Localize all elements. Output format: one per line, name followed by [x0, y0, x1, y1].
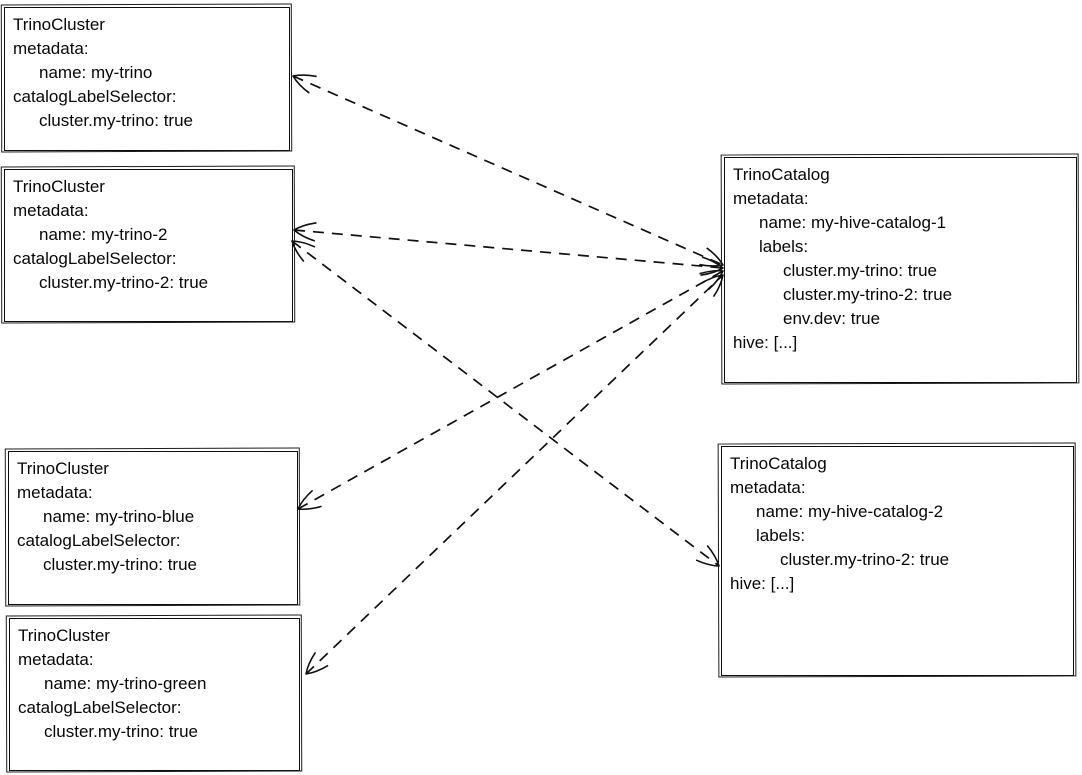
node-text-line: TrinoCluster [13, 177, 105, 196]
arrowhead-icon [293, 222, 317, 242]
node-text-line: name: my-trino-blue [43, 507, 195, 526]
node-text-line: labels: [759, 237, 809, 256]
node-trino-catalog-my-hive-catalog-2: TrinoCatalog metadata: name: my-hive-catal… [721, 446, 1074, 676]
node-text-line: hive: [...] [730, 574, 795, 593]
node-text-line: TrinoCluster [13, 15, 105, 34]
node-content: TrinoCluster metadata: name: my-trino-gree… [10, 619, 299, 749]
node-text-line: metadata: [730, 478, 806, 497]
node-text-line: cluster.my-trino-2: true [783, 285, 953, 304]
arrowhead-icon [699, 269, 724, 290]
node-text-line: cluster.my-trino: true [39, 111, 193, 130]
node-text-line: cluster.my-trino: true [43, 555, 197, 574]
arrowhead-icon [700, 256, 724, 276]
node-text-line: name: my-trino-2 [39, 225, 168, 244]
node-text-line: cluster.my-trino: true [44, 722, 198, 741]
node-text-line: catalogLabelSelector: [13, 249, 177, 268]
node-text-line: hive: [...] [733, 333, 798, 352]
edge-dashed-line [297, 270, 724, 510]
node-text-line: name: my-hive-catalog-2 [756, 502, 944, 521]
node-text-line: metadata: [18, 650, 94, 669]
node-trino-cluster-my-trino-2: TrinoCluster metadata: name: my-trino-2 cat… [4, 169, 293, 322]
edge-cluster-my-trino-2--catalog-my-hive-catalog-2 [291, 240, 720, 567]
edge-dashed-line [292, 75, 724, 266]
edge-cluster-my-trino-green--catalog-my-hive-catalog-1 [305, 274, 724, 675]
node-trino-cluster-my-trino: TrinoCluster metadata: name: my-trino catal… [4, 7, 290, 151]
arrowhead-icon [291, 240, 316, 262]
node-content: TrinoCluster metadata: name: my-trino-blue… [9, 452, 297, 582]
node-text-line: TrinoCluster [18, 626, 110, 645]
arrowhead-icon [305, 652, 329, 675]
edge-cluster-my-trino-blue--catalog-my-hive-catalog-1 [297, 269, 724, 511]
arrowhead-icon [700, 274, 724, 297]
arrowhead-icon [699, 247, 724, 267]
edge-cluster-my-trino-2--catalog-my-hive-catalog-1 [293, 222, 724, 276]
node-text-line: metadata: [17, 483, 93, 502]
node-text-line: catalogLabelSelector: [18, 698, 182, 717]
node-content: TrinoCluster metadata: name: my-trino catal… [5, 8, 289, 138]
node-text-line: catalogLabelSelector: [17, 531, 181, 550]
edge-cluster-my-trino--catalog-my-hive-catalog-1 [292, 74, 724, 267]
node-text-line: name: my-trino-green [44, 674, 207, 693]
edge-dashed-line [291, 240, 720, 567]
node-text-line: metadata: [13, 39, 89, 58]
node-text-line: catalogLabelSelector: [13, 87, 177, 106]
node-text-line: cluster.my-trino-2: true [780, 550, 950, 569]
arrowhead-icon [292, 74, 317, 94]
node-trino-cluster-my-trino-green: TrinoCluster metadata: name: my-trino-gree… [9, 618, 300, 771]
node-content: TrinoCluster metadata: name: my-trino-2 cat… [5, 170, 292, 300]
node-trino-cluster-my-trino-blue: TrinoCluster metadata: name: my-trino-blue… [8, 451, 298, 605]
node-text-line: TrinoCatalog [730, 454, 827, 473]
node-text-line: metadata: [13, 201, 89, 220]
node-text-line: cluster.my-trino-2: true [39, 273, 209, 292]
node-text-line: labels: [756, 526, 806, 545]
edge-dashed-line [293, 229, 724, 269]
arrowhead-icon [297, 490, 322, 511]
node-text-line: metadata: [733, 189, 809, 208]
edge-dashed-line [305, 274, 724, 675]
node-content: TrinoCatalog metadata: name: my-hive-catal… [722, 447, 1073, 601]
node-text-line: TrinoCluster [17, 459, 109, 478]
node-content: TrinoCatalog metadata: name: my-hive-catal… [725, 158, 1076, 360]
node-text-line: TrinoCatalog [733, 165, 830, 184]
node-text-line: name: my-hive-catalog-1 [759, 213, 947, 232]
node-text-line: cluster.my-trino: true [783, 261, 937, 280]
arrowhead-icon [695, 545, 720, 567]
node-text-line: name: my-trino [39, 63, 153, 82]
node-trino-catalog-my-hive-catalog-1: TrinoCatalog metadata: name: my-hive-catal… [724, 157, 1077, 383]
node-text-line: env.dev: true [783, 309, 881, 328]
